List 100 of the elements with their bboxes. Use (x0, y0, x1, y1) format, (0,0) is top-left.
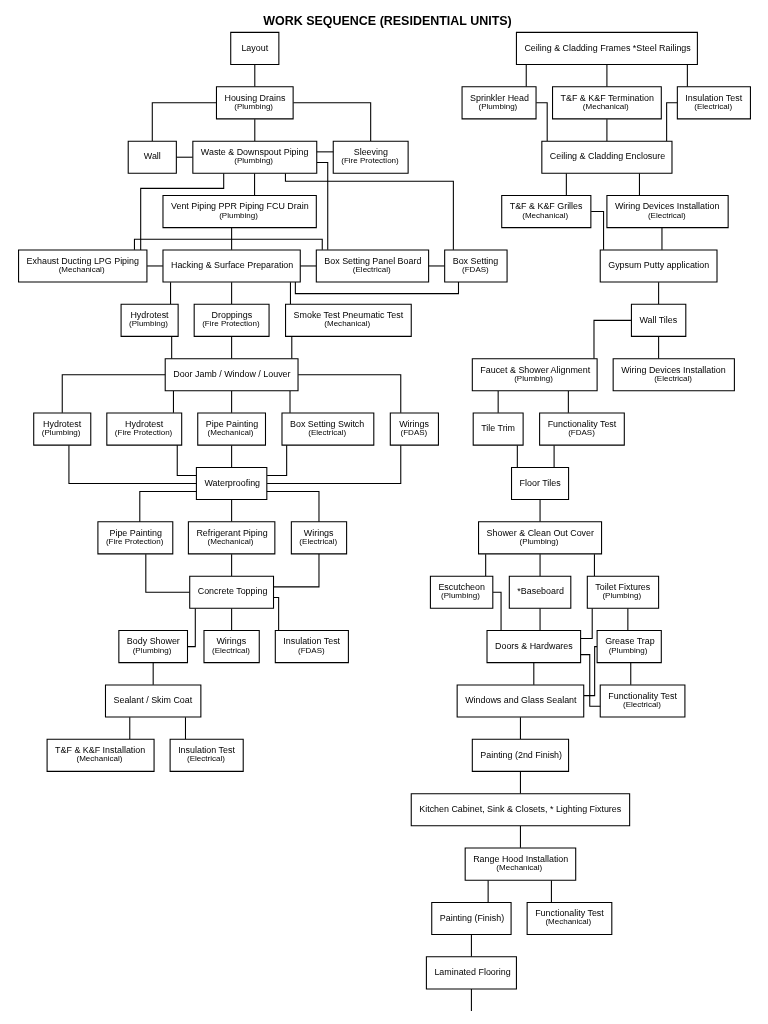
connector (297, 374, 401, 414)
connector (230, 281, 232, 305)
node-box: Box Setting (FDAS) (443, 249, 508, 283)
connector (170, 336, 172, 359)
node-box: Painting (2nd Finish) (471, 738, 569, 772)
node-box: Wirings (FDAS) (389, 412, 439, 446)
connector (516, 444, 518, 468)
node-box: Tile Trim (472, 412, 524, 446)
node-box: Sleeving (Fire Protection) (332, 140, 409, 174)
node-box: Wirings (Electrical) (202, 630, 260, 664)
node-box: Wiring Devices Installation (Electrical) (605, 195, 729, 229)
connector (519, 716, 521, 740)
node-box: Gypsum Putty application (599, 249, 718, 283)
connector (128, 716, 130, 740)
node-box: Insulation Test (Electrical) (676, 86, 751, 120)
connector (579, 607, 593, 640)
node-box: Hydrotest (Fire Protection) (105, 412, 182, 446)
node-box: Grease Trap (Plumbing) (596, 630, 662, 664)
node-box: Wall Tiles (630, 303, 686, 337)
connector (605, 64, 607, 88)
node-box: Layout (229, 31, 279, 66)
connector (532, 662, 534, 686)
node-box: Faucet & Shower Alignment (Plumbing) (471, 358, 598, 392)
node-box: Wall (127, 140, 177, 174)
connector (539, 608, 541, 631)
connector (629, 662, 631, 686)
connector (519, 771, 521, 794)
connector (660, 227, 662, 251)
node-box: Functionality Test (FDAS) (538, 412, 625, 446)
node-box: Escutcheon (Plumbing) (429, 575, 493, 609)
node-box: Windows and Glass Sealant (456, 684, 584, 718)
connector (535, 102, 548, 142)
node-box: Sprinkler Head (Plumbing) (461, 86, 537, 120)
connector (265, 490, 319, 523)
node-box: Hydrotest (Plumbing) (120, 303, 179, 337)
connector (565, 173, 567, 196)
node-box: Exhaust Ducting LPG Piping (Mechanical) (17, 249, 147, 283)
connector (657, 281, 659, 305)
connector (638, 173, 640, 196)
node-box: Range Hood Installation (Mechanical) (464, 847, 576, 881)
connector (539, 499, 541, 523)
node-box: Box Setting Panel Board (Electrical) (315, 249, 429, 283)
connector (657, 336, 659, 359)
connector (253, 118, 255, 142)
node-box: Functionality Test (Electrical) (599, 684, 685, 718)
node-box: Hydrotest (Plumbing) (32, 412, 91, 446)
connector (665, 102, 678, 142)
connector (315, 162, 328, 251)
connector (427, 265, 445, 267)
connector (230, 444, 232, 468)
node-box: Laminated Flooring (425, 956, 517, 990)
connector (151, 102, 217, 142)
connector (284, 172, 454, 251)
node-box: Housing Drains (Plumbing) (215, 86, 294, 120)
connector (484, 553, 486, 577)
node-box: Concrete Topping (188, 575, 274, 609)
node-box: T&F & K&F Grilles (Mechanical) (500, 195, 591, 229)
node-box: Toilet Fixtures (Plumbing) (586, 575, 659, 609)
node-box: *Baseboard (508, 575, 571, 609)
node-box: Ceiling & Cladding Enclosure (540, 140, 673, 174)
connector (539, 553, 541, 577)
node-box: Sealant / Skim Coat (104, 684, 201, 718)
connector (592, 319, 632, 359)
connector (230, 608, 232, 631)
connector (67, 444, 197, 484)
node-box: Functionality Test (Mechanical) (526, 901, 612, 936)
connector (487, 879, 489, 903)
connector (266, 444, 287, 476)
node-box: Droppings (Fire Protection) (193, 303, 270, 337)
node-box: Wiring Devices Installation (Electrical) (612, 358, 735, 392)
connector (579, 654, 601, 707)
connector (470, 934, 472, 958)
connector (146, 265, 163, 267)
connector (230, 499, 232, 523)
connector (686, 64, 688, 88)
connector (253, 64, 255, 88)
node-box: Pipe Painting (Fire Protection) (96, 521, 173, 555)
node-box: T&F & K&F Termination (Mechanical) (551, 86, 662, 120)
connector (519, 825, 521, 849)
connector (144, 553, 190, 593)
node-box: Insulation Test (FDAS) (274, 630, 349, 664)
connector (294, 281, 459, 295)
connector (230, 553, 232, 577)
connector (272, 553, 319, 588)
connector (290, 336, 292, 359)
connector (289, 281, 291, 305)
connector (172, 390, 174, 414)
connector (605, 118, 607, 142)
connector (470, 988, 472, 1012)
node-box: Box Setting Switch (Electrical) (280, 412, 374, 446)
connector (583, 646, 597, 697)
node-box: Insulation Test (Electrical) (169, 738, 244, 772)
connector (230, 390, 232, 414)
connector (186, 608, 196, 648)
connector (497, 390, 499, 414)
node-box: Wirings (Electrical) (290, 521, 347, 555)
connector (299, 265, 317, 267)
node-box: Ceiling & Cladding Frames *Steel Railings (515, 31, 698, 66)
connector (315, 151, 334, 153)
connector (139, 173, 224, 251)
